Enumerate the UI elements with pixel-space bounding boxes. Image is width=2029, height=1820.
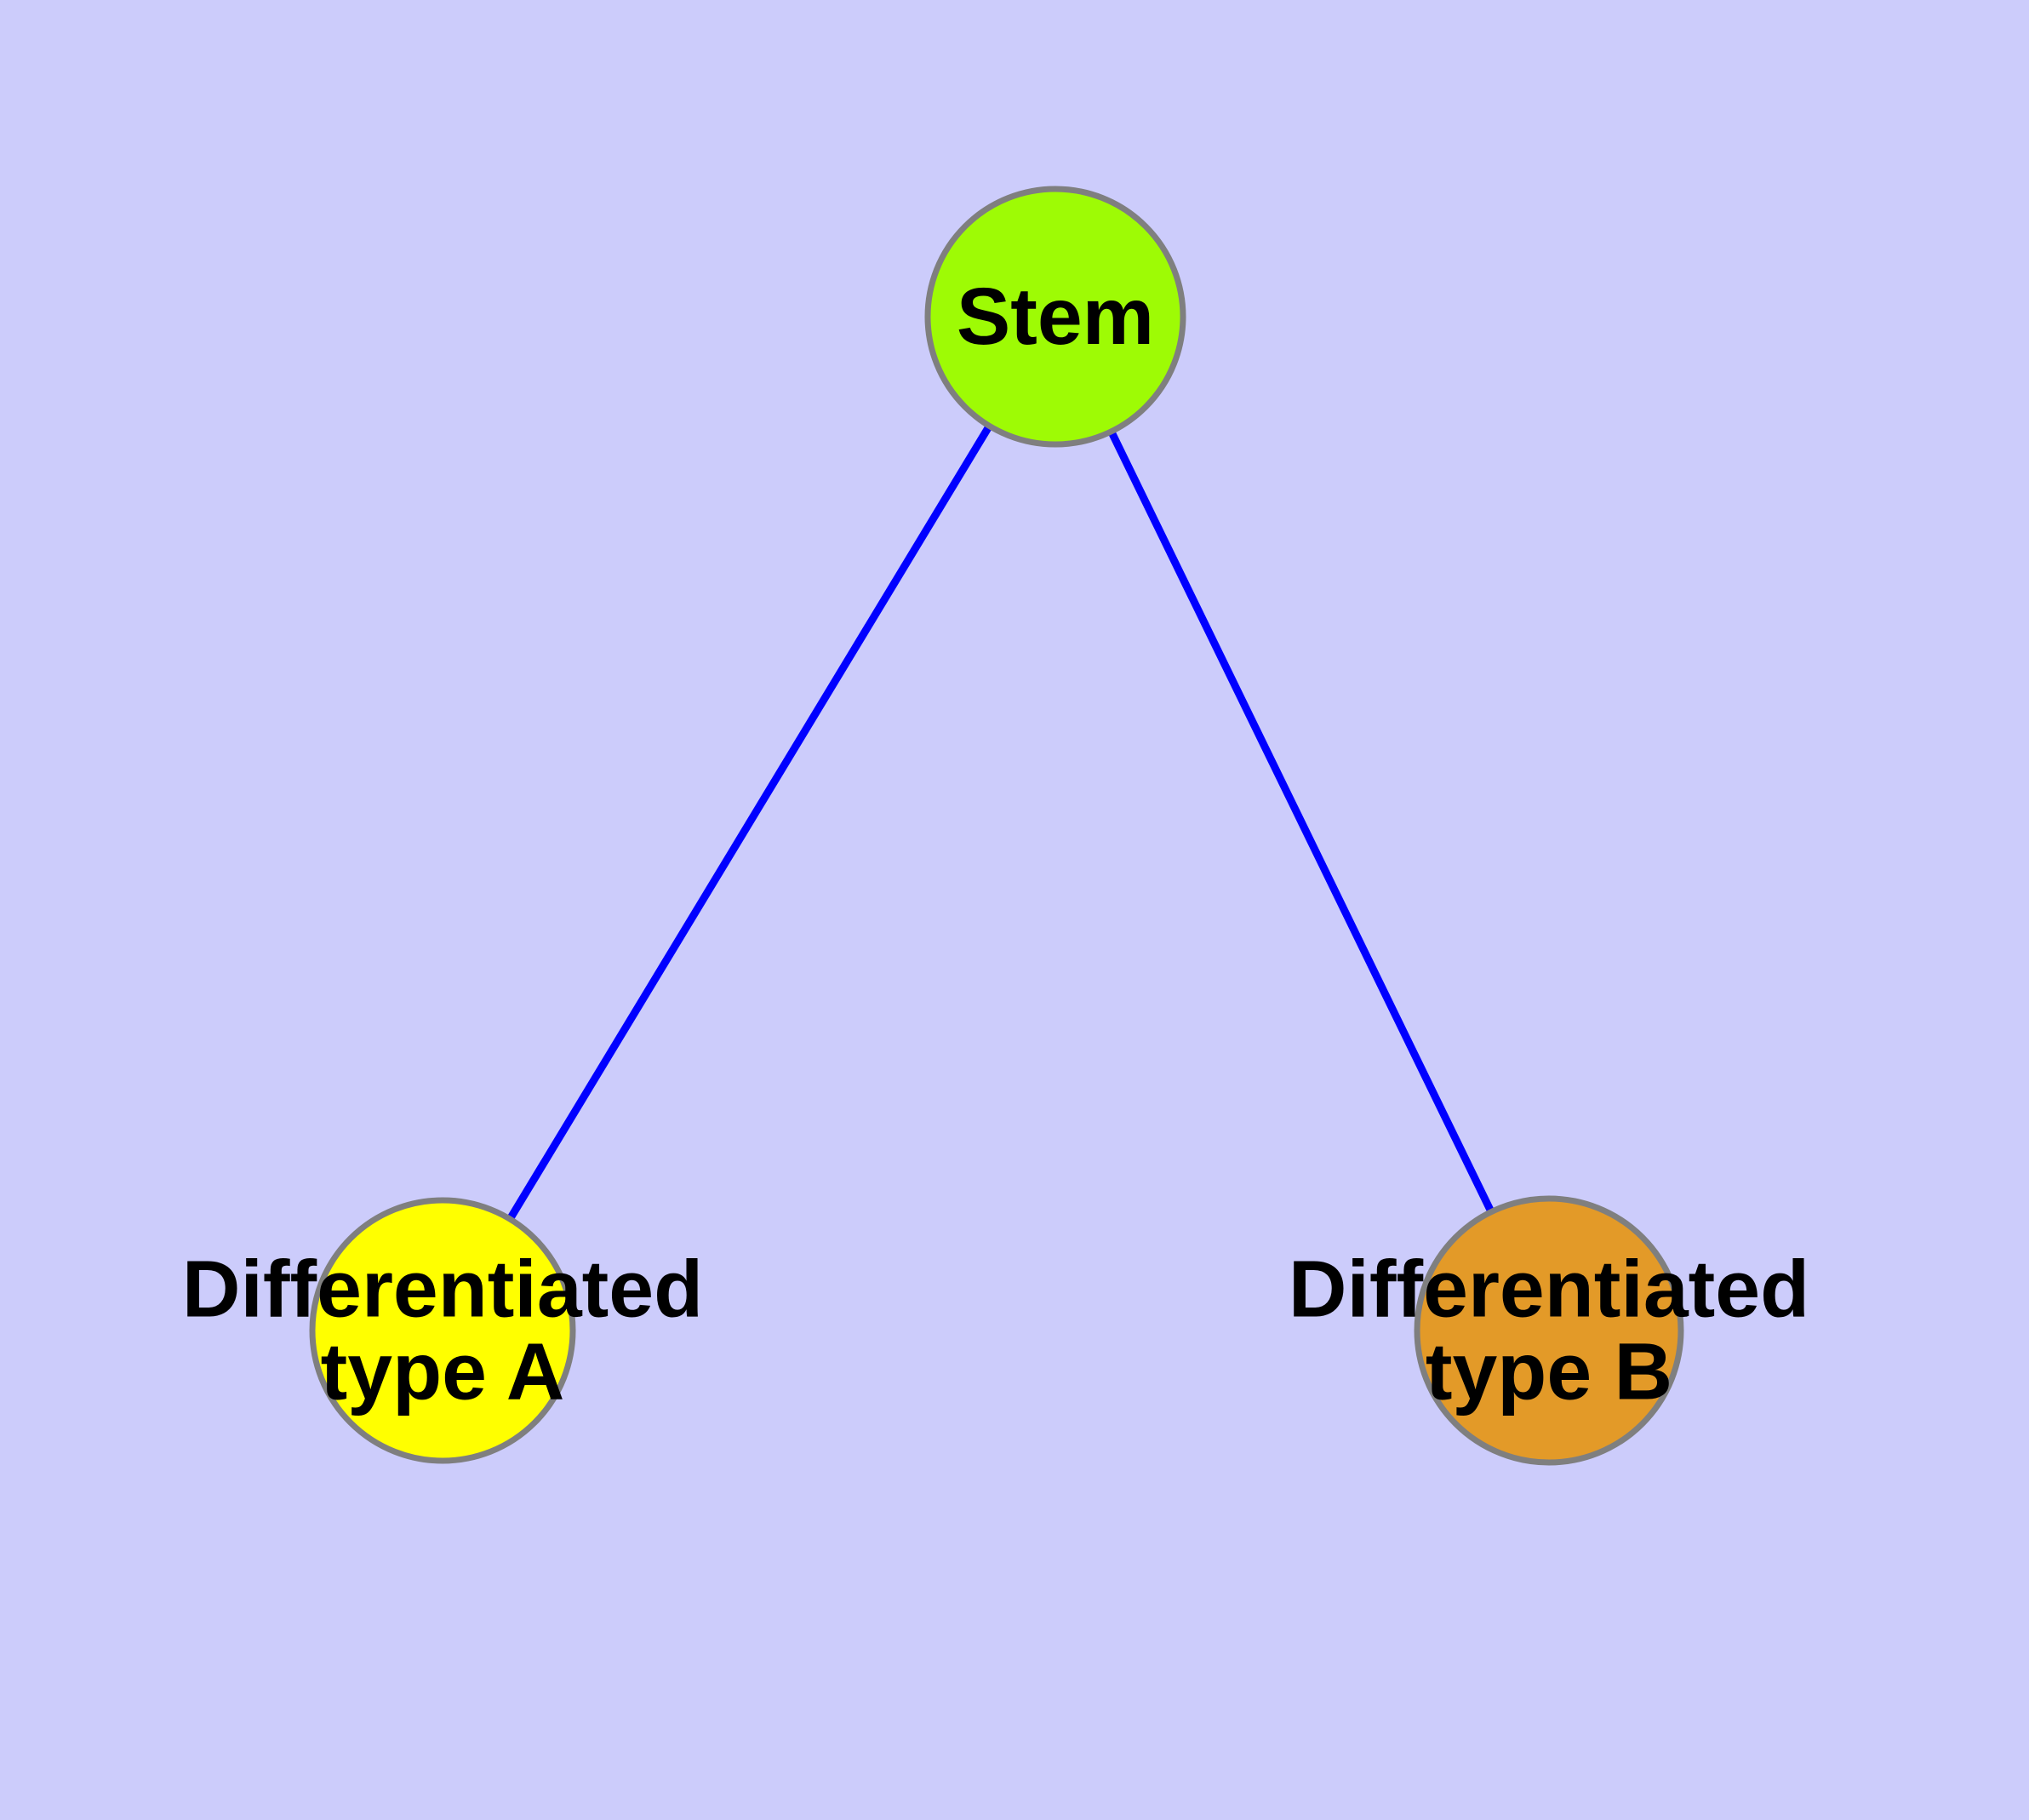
edge-stem-to-differentiated-type-a[interactable] <box>439 314 1059 1333</box>
node-stem-circle[interactable] <box>924 186 1186 448</box>
node-stem-label: Stem <box>957 272 1154 362</box>
edge-layer <box>439 314 1553 1333</box>
node-differentiated-type-b-circle[interactable] <box>1414 1195 1684 1466</box>
node-differentiated-type-a-circle[interactable] <box>309 1197 576 1464</box>
edge-stem-to-differentiated-type-b[interactable] <box>1051 315 1553 1332</box>
node-stem[interactable]: Stem <box>924 186 1186 448</box>
